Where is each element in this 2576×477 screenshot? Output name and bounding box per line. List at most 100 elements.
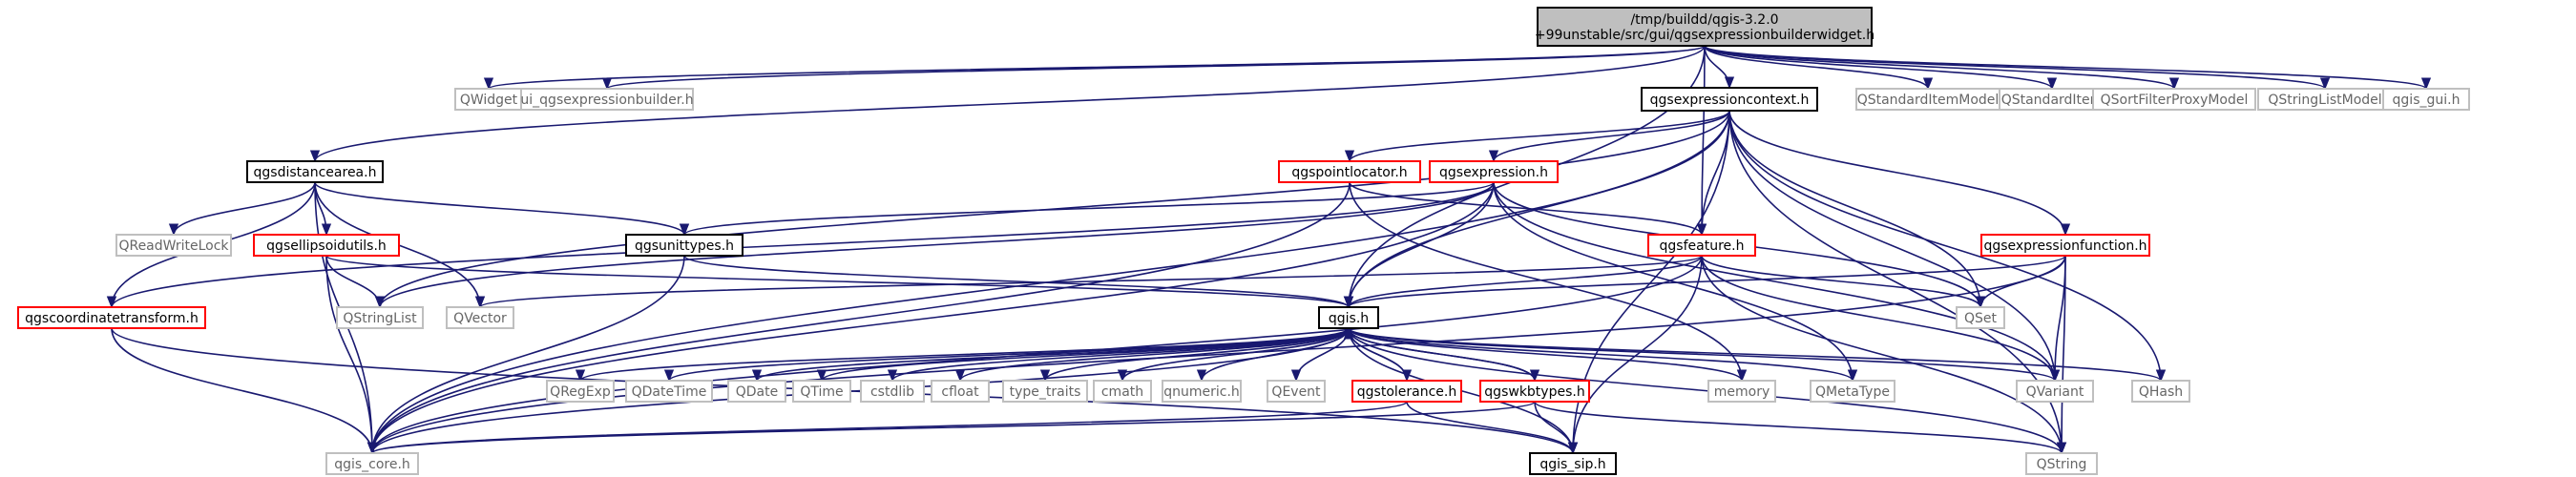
node-qgswkbtypes[interactable]: qgswkbtypes.h	[1479, 380, 1590, 403]
node-label: qgscoordinatetransform.h	[25, 311, 199, 326]
node-qstandarditemmodel: QStandardItemModel	[1855, 88, 2000, 111]
edge-qgswkbtypes-to-qgis_core	[367, 401, 1536, 455]
node-box-qgis-gui	[2382, 88, 2470, 111]
node-qgspointlocator[interactable]: qgspointlocator.h	[1278, 160, 1421, 183]
edge-qgsexpressioncontext-to-qgsexpression	[1488, 110, 1730, 163]
node-qstringlistmodel: QStringListModel	[2257, 88, 2393, 111]
edge-root-to-qgsfeature	[1696, 45, 1707, 237]
node-label: QStandardItem	[2001, 93, 2104, 108]
node-qevent: QEvent	[1267, 380, 1326, 403]
edge-qgis-to-qdatetime	[664, 327, 1350, 383]
node-label: type_traits	[1010, 384, 1081, 400]
node-qreadwritelock: QReadWriteLock	[115, 234, 232, 257]
edge-root-to-qwidget	[484, 45, 1706, 91]
node-qstring: QString	[2025, 452, 2098, 475]
node-qvariant: QVariant	[2016, 380, 2094, 403]
edge-qgis-to-memory	[1348, 327, 1747, 383]
node-qgstolerance[interactable]: qgstolerance.h	[1351, 380, 1462, 403]
node-label: QTime	[800, 384, 843, 400]
node-label: qgsexpressionfunction.h	[1983, 238, 2147, 254]
node-qgsellipsoidutils[interactable]: qgsellipsoidutils.h	[253, 234, 400, 257]
node-root[interactable]: /tmp/buildd/qgis-3.2.0+99unstable/src/gu…	[1535, 7, 1874, 47]
node-box-qgsfeature	[1647, 234, 1756, 257]
node-box-cmath	[1093, 380, 1152, 403]
edge-qgsfeature-to-qvector	[475, 255, 1703, 309]
edge-qgsunittypes-to-qgis	[683, 255, 1353, 309]
node-box-qsortfilterproxymodel	[2092, 88, 2256, 111]
node-box-qgspointlocator	[1278, 160, 1421, 183]
node-ui-builder: ui_qgsexpressionbuilder.h	[520, 88, 694, 111]
node-box-qstringlist	[336, 306, 424, 329]
node-label: QVariant	[2026, 384, 2084, 400]
node-label: QSet	[1964, 311, 1998, 326]
node-qgis-sip[interactable]: qgis_sip.h	[1529, 452, 1617, 475]
edge-qgsexpressionfunction-to-qgis	[1344, 255, 2066, 309]
nodes-layer: /tmp/buildd/qgis-3.2.0+99unstable/src/gu…	[17, 7, 2470, 475]
node-qgsfeature[interactable]: qgsfeature.h	[1647, 234, 1756, 257]
node-box-qgsellipsoidutils	[253, 234, 400, 257]
edge-root-to-qstandarditem	[1704, 45, 2057, 91]
node-box-qgsunittypes	[625, 234, 743, 257]
node-label: QHash	[2139, 384, 2183, 400]
node-box-type-traits	[1002, 380, 1088, 403]
node-label: ui_qgsexpressionbuilder.h	[520, 93, 693, 108]
node-box-qevent	[1267, 380, 1326, 403]
edge-qgsexpressioncontext-to-qgsfeature	[1696, 110, 1730, 237]
edge-qgsfeature-to-qvariant	[1701, 255, 2061, 383]
node-cmath: cmath	[1093, 380, 1152, 403]
node-qmetatype: QMetaType	[1810, 380, 1895, 403]
node-box-qgsexpressioncontext	[1641, 87, 1818, 112]
node-box-qdatetime	[625, 380, 713, 403]
node-qtime: QTime	[792, 380, 851, 403]
node-label: /tmp/buildd/qgis-3.2.0	[1630, 12, 1778, 28]
edge-qgsfeature-to-qgis	[1344, 255, 1703, 309]
node-qgsdistancearea[interactable]: qgsdistancearea.h	[246, 160, 384, 183]
node-box-qreadwritelock	[115, 234, 232, 257]
edge-qgsexpressionfunction-to-qgis_core	[367, 255, 2066, 455]
edge-qgstolerance-to-qgis_sip	[1406, 401, 1579, 455]
edge-qgsexpressioncontext-to-qgsexpressionfunction	[1728, 110, 2071, 237]
edge-qgswkbtypes-to-qgis	[1343, 326, 1536, 382]
edge-qgsellipsoidutils-to-qgis	[325, 255, 1353, 309]
node-label: cstdlib	[870, 384, 914, 400]
node-qgsexpressioncontext[interactable]: qgsexpressioncontext.h	[1641, 87, 1818, 112]
node-label: QWidget	[460, 93, 518, 108]
edge-qgsexpression-to-qgsunittypes	[680, 181, 1495, 237]
node-label: cfloat	[941, 384, 979, 400]
node-box-cstdlib	[860, 380, 925, 403]
node-qvector: QVector	[446, 306, 514, 329]
node-label: qgsfeature.h	[1660, 238, 1745, 254]
node-label: cmath	[1101, 384, 1143, 400]
edge-qgscoordinatetransform-to-qgis_core	[111, 327, 378, 455]
edge-qgswkbtypes-to-qgis_sip	[1534, 401, 1579, 455]
edge-qgsexpressionfunction-to-qstring	[2056, 255, 2067, 455]
node-label: memory	[1714, 384, 1770, 400]
node-box-qhash	[2131, 380, 2190, 403]
edge-qgsexpressioncontext-to-qset	[1728, 110, 1986, 309]
node-label: qgis_core.h	[334, 457, 410, 472]
node-type-traits: type_traits	[1002, 380, 1088, 403]
node-label: +99unstable/src/gui/qgsexpressionbuilder…	[1535, 28, 1874, 43]
node-box-qgis-core	[325, 452, 419, 475]
edge-qgsexpression-to-qvariant	[1493, 181, 2061, 383]
edge-qgsexpression-to-qgscoordinatetransform	[107, 181, 1495, 309]
node-label: QSortFilterProxyModel	[2101, 93, 2249, 108]
node-qgis[interactable]: qgis.h	[1318, 306, 1379, 329]
edge-root-to-qgsdistancearea	[310, 45, 1706, 163]
node-qgsunittypes[interactable]: qgsunittypes.h	[625, 234, 743, 257]
edge-root-to-qgis_gui	[1704, 45, 2431, 91]
node-label: QEvent	[1271, 384, 1321, 400]
edge-qgsexpression-to-qgis_core	[367, 181, 1495, 455]
node-label: QStandardItemModel	[1857, 93, 2000, 108]
edge-qgsfeature-to-qstring	[1701, 255, 2067, 455]
node-label: qgsunittypes.h	[635, 238, 734, 254]
node-box-qgsexpression	[1429, 160, 1559, 183]
node-qdatetime: QDateTime	[625, 380, 713, 403]
node-qgscoordinatetransform[interactable]: qgscoordinatetransform.h	[17, 306, 206, 329]
node-qgsexpression[interactable]: qgsexpression.h	[1429, 160, 1559, 183]
node-qgsexpressionfunction[interactable]: qgsexpressionfunction.h	[1980, 234, 2150, 257]
node-qset: QSet	[1956, 306, 2005, 329]
edge-qgswkbtypes-to-qstring	[1534, 401, 2066, 455]
node-label: QDateTime	[632, 384, 707, 400]
node-qwidget: QWidget	[454, 88, 523, 111]
